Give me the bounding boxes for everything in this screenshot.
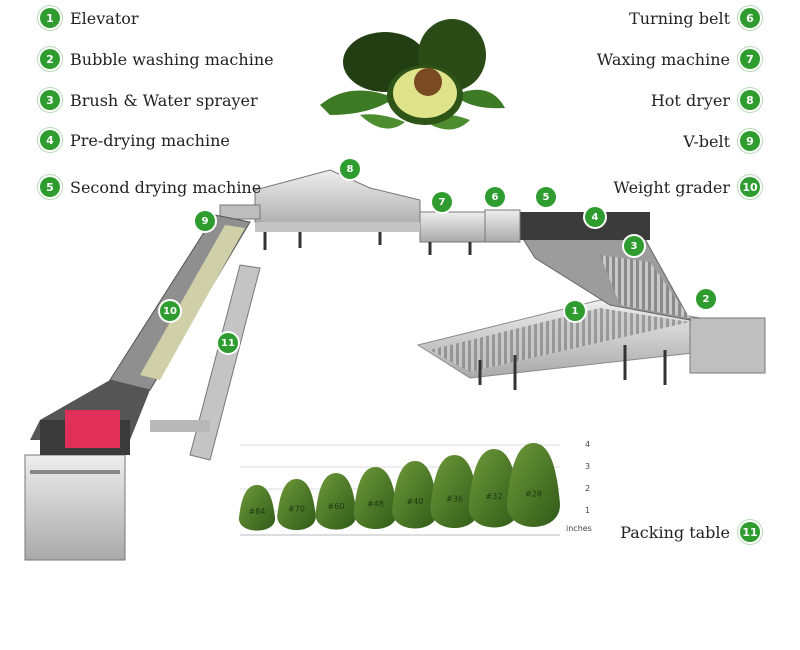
step-badge: 6	[740, 8, 760, 28]
marker-v-belt: 9	[195, 211, 215, 231]
marker-second-drying: 5	[536, 187, 556, 207]
avocado-hero-illustration	[320, 19, 505, 130]
marker-elevator: 1	[565, 301, 585, 321]
legend-item-turning-belt: Turning belt 6	[629, 6, 760, 30]
legend-item-brush-sprayer: 3 Brush & Water sprayer	[40, 88, 258, 112]
step-badge: 8	[740, 90, 760, 110]
legend-label: Elevator	[70, 8, 139, 28]
marker-pre-drying: 4	[585, 207, 605, 227]
scale-tick-label: 2	[585, 484, 590, 493]
legend-label: Second drying machine	[70, 177, 262, 197]
step-badge: 3	[40, 90, 60, 110]
avocado-size-48: #48	[353, 467, 398, 530]
avocado-size-36: #36	[430, 455, 479, 528]
brush-dryer-section	[419, 209, 691, 321]
legend-label: V-belt	[683, 131, 730, 151]
step-badge: 7	[740, 49, 760, 69]
avocado-shape	[392, 461, 438, 529]
scale-tick-label: 3	[585, 462, 590, 471]
avocado-size-label: #40	[407, 497, 424, 506]
avocado-shape	[507, 443, 560, 527]
marker-weight-grader: 10	[160, 301, 180, 321]
step-badge: 1	[40, 8, 60, 28]
step-badge: 5	[40, 177, 60, 197]
avocado-size-84: #84	[238, 485, 276, 531]
legend-item-v-belt: V-belt 9	[683, 129, 760, 153]
avocado-shape	[468, 449, 520, 528]
legend-item-pre-drying: 4 Pre-drying machine	[40, 128, 230, 152]
marker-bubble-washing: 2	[696, 289, 716, 309]
elevator-washer-section	[416, 299, 766, 390]
step-badge: 2	[40, 49, 60, 69]
avocado-shape	[315, 473, 357, 530]
step-badge: 11	[740, 522, 760, 542]
avocado-size-chart: #84 #70 #60 #48 #40 #36 #32 #28 1 2 3 4 inches	[238, 440, 592, 536]
motor-base-section	[24, 410, 130, 561]
legend-label: Turning belt	[629, 8, 730, 28]
scale-tick-label: 1	[585, 506, 590, 515]
avocado-size-label: #70	[288, 504, 305, 513]
avocado-size-label: #28	[525, 489, 542, 498]
avocado-size-label: #32	[486, 492, 503, 501]
step-badge: 9	[740, 131, 760, 151]
legend-item-bubble-washing: 2 Bubble washing machine	[40, 47, 274, 71]
avocado-shape	[430, 455, 479, 528]
avocado-shape	[353, 467, 398, 530]
legend-label: Waxing machine	[596, 49, 730, 69]
avocado-shape	[238, 485, 276, 531]
scale-unit-label: inches	[566, 524, 592, 533]
hot-dryer-section	[219, 169, 421, 250]
legend-label: Hot dryer	[650, 90, 730, 110]
avocado-size-label: #60	[328, 502, 345, 511]
marker-hot-dryer: 8	[340, 159, 360, 179]
marker-brush-sprayer: 3	[624, 236, 644, 256]
avocado-size-32: #32	[468, 449, 520, 528]
legend-item-elevator: 1 Elevator	[40, 6, 139, 30]
scale-tick-label: 4	[585, 440, 590, 449]
legend-item-waxing: Waxing machine 7	[597, 47, 760, 71]
step-badge: 10	[740, 177, 760, 197]
avocado-size-60: #60	[315, 473, 357, 530]
avocado-size-label: #36	[446, 494, 463, 503]
avocado-shape	[277, 479, 316, 531]
legend-item-packing-table: Packing table 11	[620, 520, 760, 544]
legend-label: Bubble washing machine	[70, 49, 274, 69]
marker-turning-belt: 6	[485, 187, 505, 207]
step-badge: 4	[40, 130, 60, 150]
marker-waxing: 7	[432, 192, 452, 212]
legend-label: Brush & Water sprayer	[70, 90, 258, 110]
marker-packing-table: 11	[218, 333, 238, 353]
legend-label: Weight grader	[613, 177, 730, 197]
legend-label: Pre-drying machine	[70, 130, 230, 150]
legend-item-second-drying: 5 Second drying machine	[40, 175, 261, 199]
legend-item-hot-dryer: Hot dryer 8	[651, 88, 760, 112]
legend-item-weight-grader: Weight grader 10	[613, 175, 760, 199]
legend-label: Packing table	[620, 522, 730, 542]
avocado-size-40: #40	[392, 461, 438, 529]
avocado-size-28: #28	[507, 443, 560, 527]
avocado-size-label: #84	[249, 507, 266, 516]
avocado-size-label: #48	[367, 499, 384, 508]
avocado-size-70: #70	[277, 479, 316, 531]
